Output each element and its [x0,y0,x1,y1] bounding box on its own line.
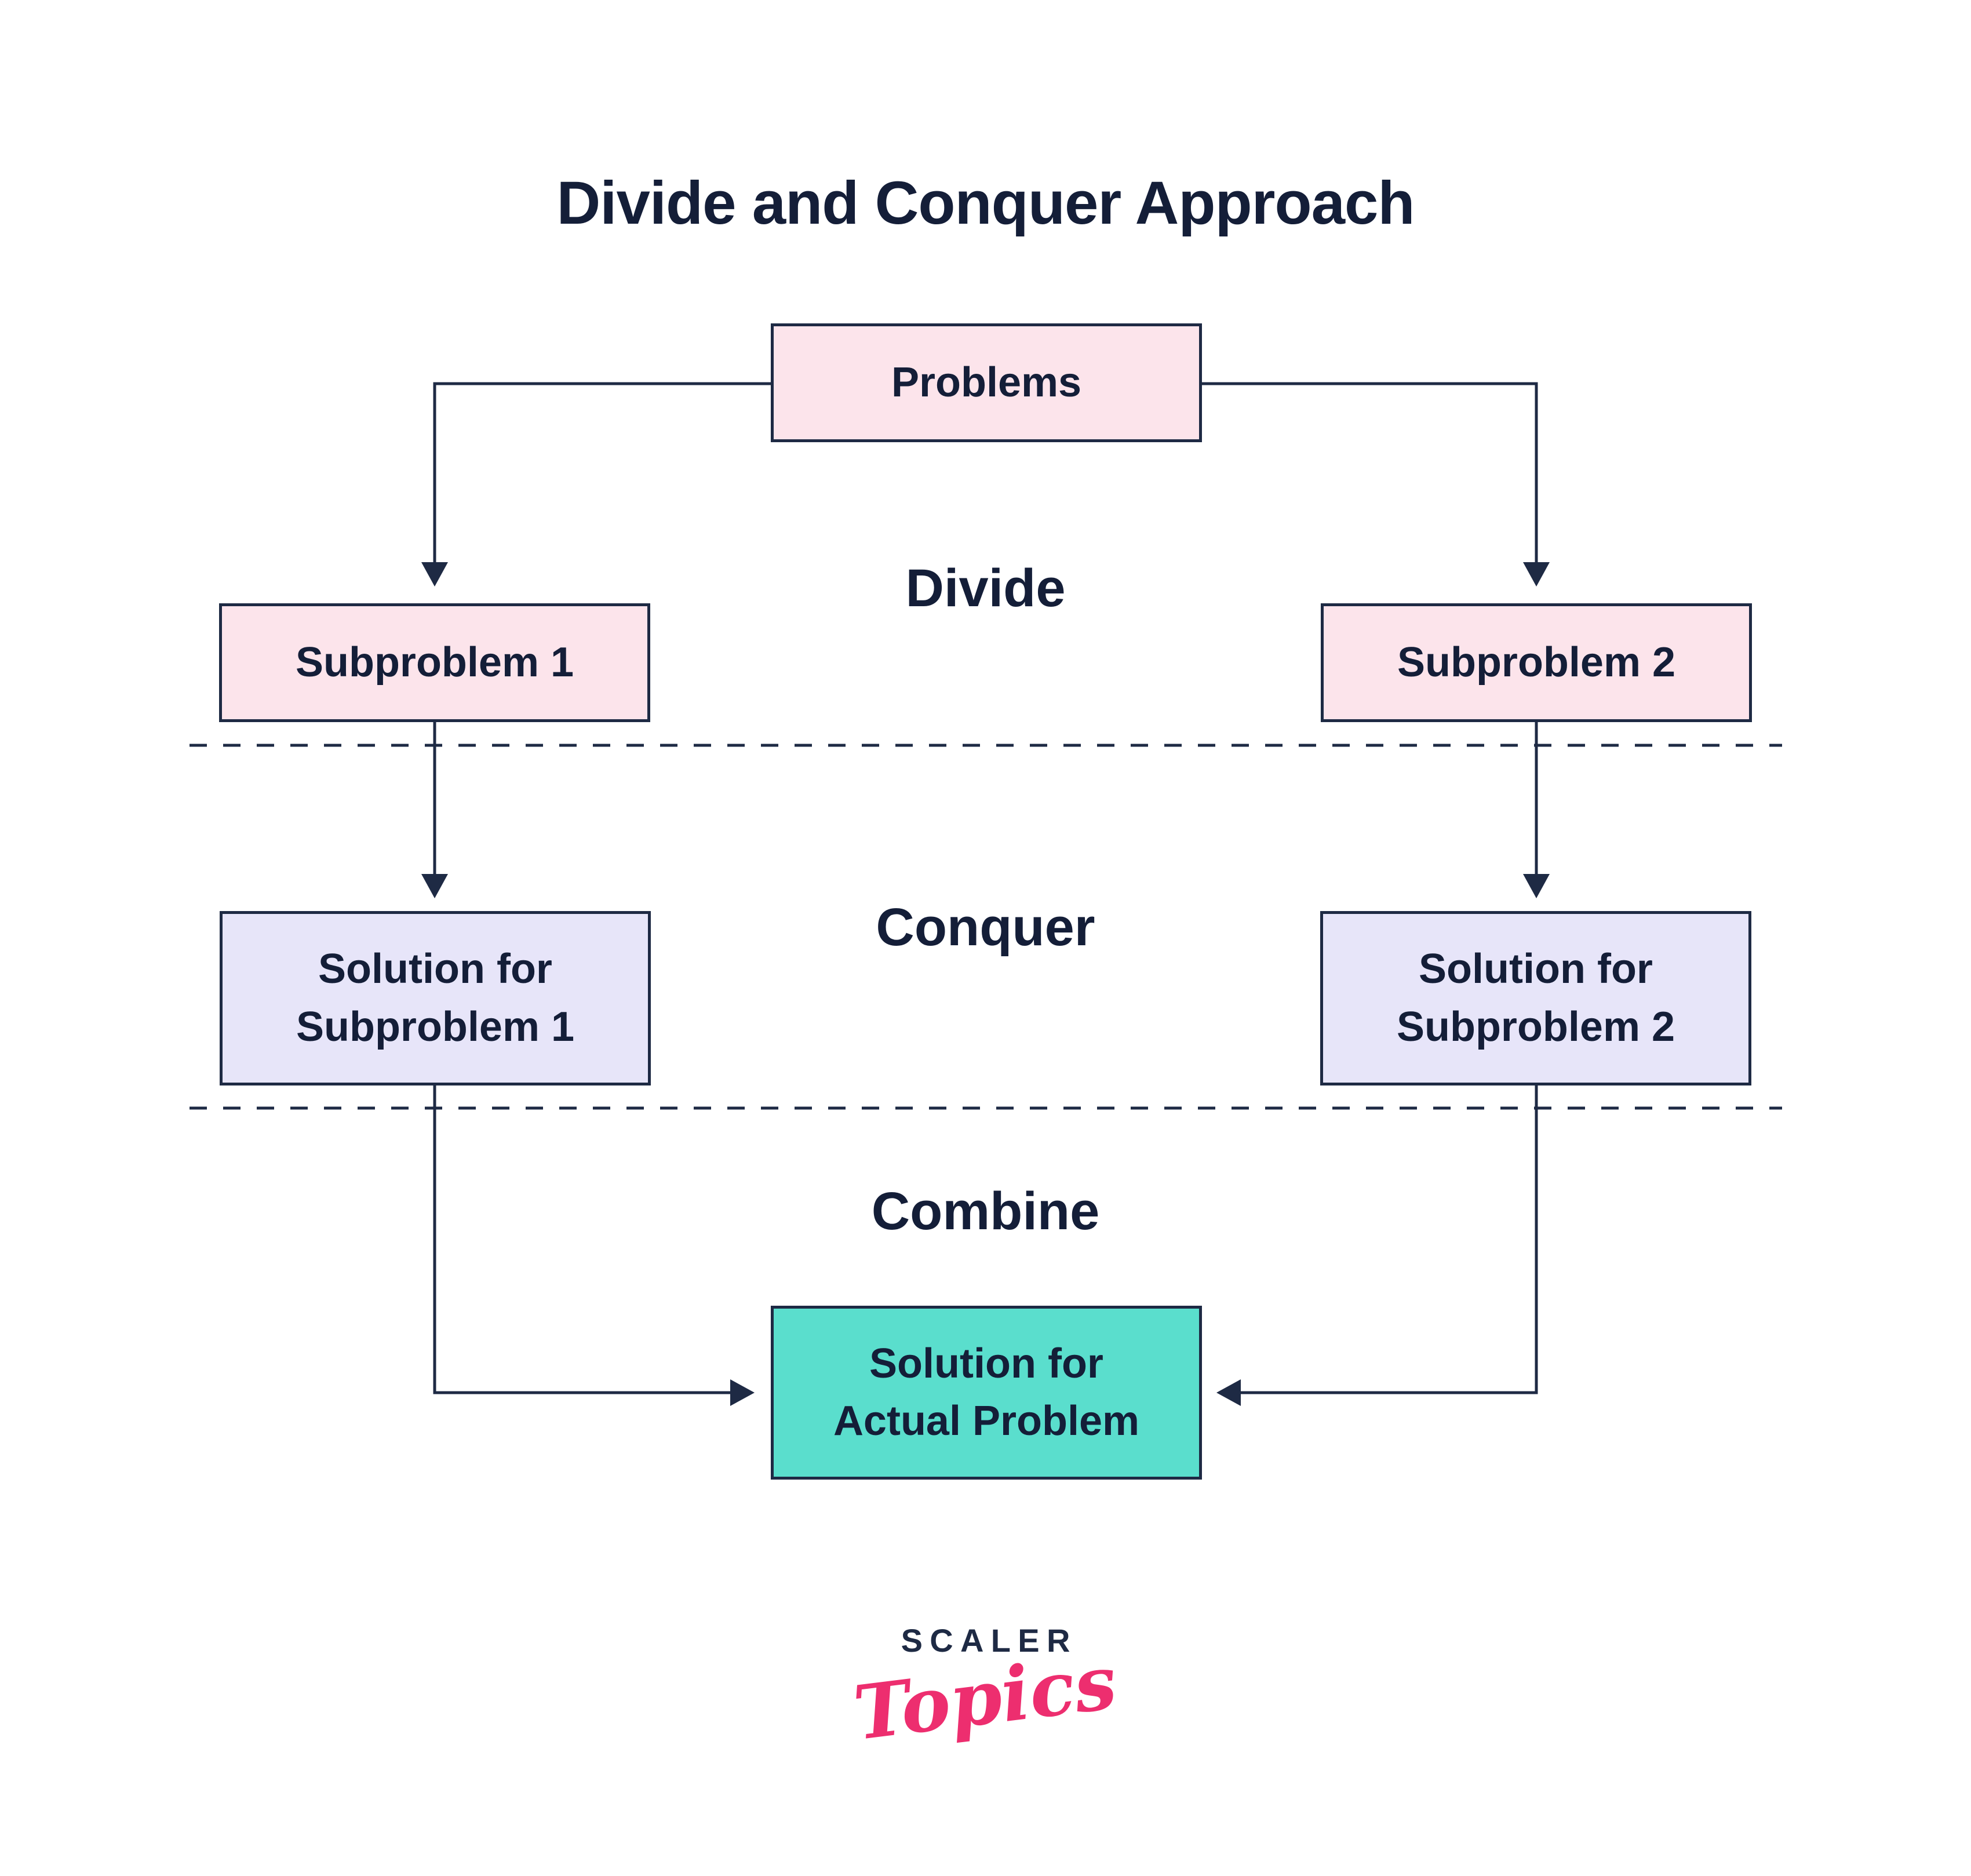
stage-label-combine: Combine [871,1182,1100,1241]
arrowhead-down-subproblem-1 [421,562,448,587]
connector-solution-2-to-final [1240,1085,1538,1394]
logo-topics-wrap: Topics [0,1638,1971,1757]
arrowhead-left-final [1216,1379,1241,1406]
node-subproblem-2: Subproblem 2 [1321,603,1752,722]
arrowhead-down-solution-2 [1523,874,1550,898]
connector-solution-1-to-final [433,1085,731,1394]
node-subproblem-1: Subproblem 1 [219,603,650,722]
diagram-title: Divide and Conquer Approach [556,169,1415,237]
node-problems: Problems [771,323,1202,442]
stage-label-divide: Divide [905,559,1066,618]
scaler-topics-logo: SCALER Topics [0,1622,1971,1757]
node-solution-for-subproblem-1: Solution for Subproblem 1 [220,911,651,1085]
stage-label-conquer: Conquer [876,898,1095,957]
arrowhead-down-solution-1 [421,874,448,898]
node-solution-for-subproblem-2: Solution for Subproblem 2 [1320,911,1751,1085]
node-solution-for-actual-problem: Solution for Actual Problem [771,1306,1202,1480]
arrowhead-right-final [730,1379,755,1406]
logo-scaler-text: SCALER [901,1622,1077,1659]
arrowhead-down-subproblem-2 [1523,562,1550,587]
connector-problems-to-subproblem-1 [433,382,771,564]
connector-problems-to-subproblem-2 [1202,382,1538,564]
